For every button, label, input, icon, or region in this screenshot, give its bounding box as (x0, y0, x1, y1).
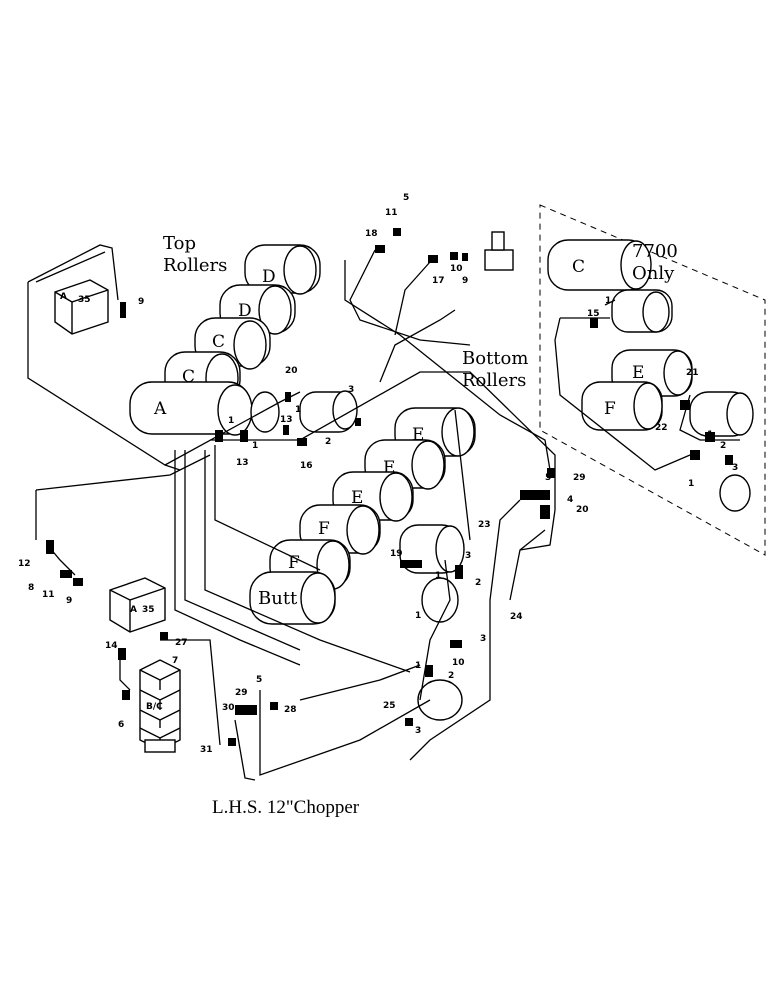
callout: 3 (732, 463, 738, 473)
callout: 1 (415, 661, 421, 671)
callout: 20 (285, 366, 298, 376)
top-left-valve-35: A 35 (54, 279, 109, 335)
bottom-rollers-label-line2: Rollers (462, 370, 526, 391)
valve-mark: A (130, 605, 137, 615)
roller-letter: D (262, 267, 276, 287)
roller-letter: E (632, 363, 644, 383)
callout: 2 (325, 437, 331, 447)
callout: 1 (435, 571, 441, 581)
callout: 13 (236, 458, 249, 468)
callout: 1 (707, 430, 713, 440)
callout: 1 (415, 611, 421, 621)
callout: 1 (252, 441, 258, 451)
callout: 25 (383, 701, 396, 711)
callout: 11 (42, 590, 55, 600)
callout: 1 (605, 296, 611, 306)
callout: 9 (138, 297, 144, 307)
roller-letter: C (212, 332, 225, 352)
callout: 11 (385, 208, 398, 218)
roller-letter: E (351, 488, 363, 508)
top-right-solenoid (484, 231, 514, 271)
callout: 15 (587, 309, 600, 319)
hose-fittings (46, 228, 733, 746)
roller-letter: D (238, 301, 252, 321)
roller-letter: F (288, 553, 300, 573)
callout: 31 (200, 745, 213, 755)
callout: 1 (688, 479, 694, 489)
callout: 13 (280, 415, 293, 425)
bottom-rollers-label-line1: Bottom (462, 348, 528, 369)
bottom-roller-butt: Butt (249, 571, 336, 625)
optional-roller-motor (689, 391, 754, 512)
callout: 14 (105, 641, 118, 651)
model-7700-label-line1: 7700 (632, 241, 678, 262)
callout: 10 (450, 264, 463, 274)
valve-mark: 35 (142, 605, 155, 615)
callout: 4 (567, 495, 573, 505)
callout: 6 (118, 720, 124, 730)
callout: 21 (686, 368, 699, 378)
callout: 5 (256, 675, 262, 685)
roller-letter: F (604, 399, 616, 419)
optional-roller-f: F (581, 381, 663, 431)
callout: 2 (720, 441, 726, 451)
top-rollers-label-line1: Top (163, 233, 196, 254)
callout: 18 (365, 229, 378, 239)
callout: 2 (475, 578, 481, 588)
callout: 7 (172, 656, 178, 666)
valve-mark: B/C (146, 702, 163, 712)
valve-mark: 35 (78, 295, 91, 305)
top-roller-d-back: D (244, 244, 321, 295)
optional-roller-c: C (547, 239, 673, 333)
callout: 5 (403, 193, 409, 203)
callout: 9 (66, 596, 72, 606)
top-roller-a: A (129, 381, 253, 436)
callout: 23 (478, 520, 491, 530)
callout: 24 (510, 612, 523, 622)
optional-7700-dashed-region (539, 204, 766, 556)
roller-letter: F (318, 519, 330, 539)
hose-routes (27, 244, 740, 781)
callout: 16 (300, 461, 313, 471)
roller-letter: C (572, 257, 585, 277)
callout: 17 (432, 276, 445, 286)
callout: 8 (28, 583, 34, 593)
callout: 27 (175, 638, 188, 648)
callout: 19 (390, 549, 403, 559)
callout: 30 (222, 703, 235, 713)
callout: 29 (235, 688, 248, 698)
callout: 29 (573, 473, 586, 483)
callout: 2 (448, 671, 454, 681)
callout: 1 (228, 416, 234, 426)
callout: 5 (545, 473, 551, 483)
top-rollers-label-line2: Rollers (163, 255, 227, 276)
control-valve-block: B/C (139, 659, 181, 753)
top-roller-drive-motor (250, 390, 358, 433)
callout: 3 (480, 634, 486, 644)
model-7700-label-line2: Only (632, 263, 675, 284)
callout: 1 (295, 405, 301, 415)
callout: 22 (655, 423, 668, 433)
bottom-roller-motor-lower (417, 577, 463, 721)
callout: 9 (462, 276, 468, 286)
valve-mark: A (60, 292, 67, 302)
callout: 3 (465, 551, 471, 561)
butt-roller-label: Butt (258, 588, 298, 609)
callout: 3 (415, 726, 421, 736)
callout: 10 (452, 658, 465, 668)
diagram-caption: L.H.S. 12"Chopper (212, 797, 360, 818)
roller-letter: A (153, 399, 167, 419)
middle-left-valve-35: A 35 (109, 577, 166, 633)
callout: 12 (18, 559, 31, 569)
callout: 20 (576, 505, 589, 515)
callout-numbers: 5 11 18 17 10 9 9 20 3 1 13 1 1 2 13 16 … (18, 193, 738, 755)
callout: 28 (284, 705, 297, 715)
callout: 3 (348, 385, 354, 395)
